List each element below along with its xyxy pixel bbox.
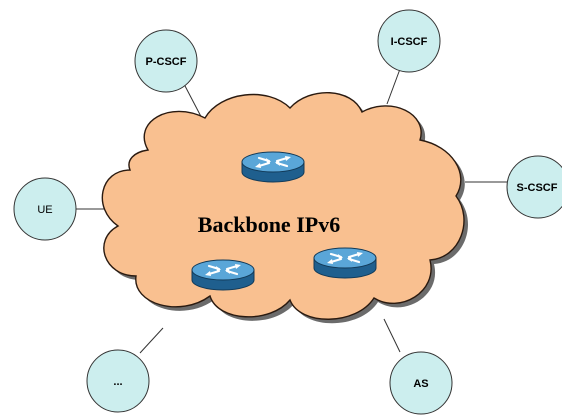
link-icscf <box>386 68 401 105</box>
node-pcscf[interactable]: P-CSCF <box>134 29 198 93</box>
node-icscf-label: I-CSCF <box>391 36 428 48</box>
link-ellipsis <box>139 327 164 354</box>
router-icon <box>312 246 378 280</box>
node-ellipsis[interactable]: ... <box>86 349 150 413</box>
node-icscf[interactable]: I-CSCF <box>377 9 441 73</box>
node-scscf-label: S-CSCF <box>517 182 558 194</box>
router-icon <box>190 258 256 292</box>
router-icon <box>240 150 306 184</box>
node-ellipsis-label: ... <box>113 376 122 388</box>
backbone-title: Backbone IPv6 <box>198 212 340 237</box>
node-pcscf-label: P-CSCF <box>146 56 187 68</box>
node-ue-label: UE <box>37 204 52 216</box>
backbone-cloud <box>101 92 468 324</box>
node-as-label: AS <box>413 378 428 390</box>
link-as <box>383 318 401 353</box>
node-as[interactable]: AS <box>389 351 453 415</box>
node-scscf[interactable]: S-CSCF <box>506 155 562 219</box>
node-ue[interactable]: UE <box>13 177 77 241</box>
cloud-icon <box>101 92 465 320</box>
